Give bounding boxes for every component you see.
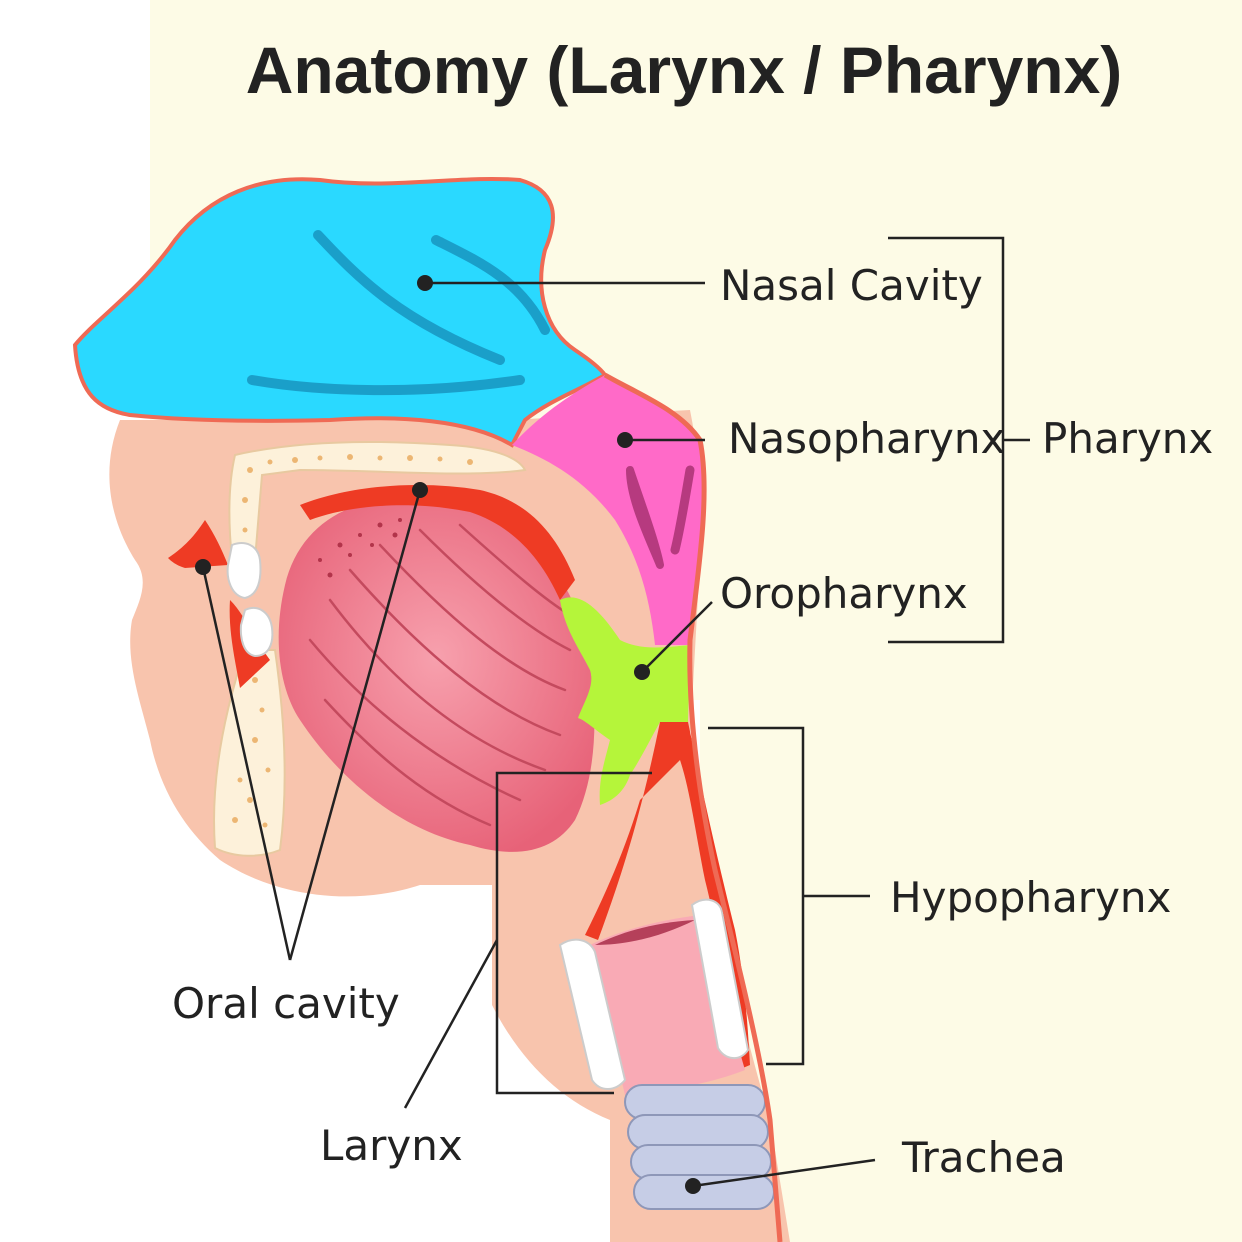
upper-tooth (226, 542, 262, 600)
nasopharynx-fold-right (670, 465, 695, 555)
hypopharynx-bracket (708, 726, 870, 1066)
upper-lip (168, 520, 228, 568)
nasal-turbinate-lower (247, 375, 525, 396)
nasal-turbinate-middle (431, 235, 550, 335)
nasal-cavity-region (72, 176, 608, 448)
leader-larynx (403, 939, 499, 1109)
label-nasal-cavity: Nasal Cavity (720, 261, 983, 310)
larynx-bracket (495, 771, 652, 1095)
label-oral-cavity: Oral cavity (172, 979, 400, 1028)
lower-tooth (239, 607, 274, 658)
label-nasopharynx: Nasopharynx (728, 414, 1005, 463)
leader-nasal-cavity (417, 275, 705, 291)
thyroid-cartilage-left (558, 938, 627, 1090)
nasopharynx-fold-left (626, 466, 664, 569)
hard-palate-bone (228, 441, 527, 561)
label-pharynx: Pharynx (1042, 414, 1213, 463)
leader-oral-cavity (195, 482, 428, 961)
page-title: Anatomy (Larynx / Pharynx) (246, 33, 1123, 107)
pharynx-bracket (888, 236, 1030, 644)
nasopharynx-region (512, 375, 705, 645)
hypopharynx-wall (585, 722, 750, 1070)
soft-palate (300, 485, 575, 600)
nasal-turbinate-upper (313, 230, 505, 365)
label-trachea: Trachea (901, 1133, 1066, 1182)
vocal-fold (595, 920, 695, 945)
leader-oropharynx (634, 601, 713, 680)
label-hypopharynx: Hypopharynx (890, 873, 1171, 922)
leader-trachea (685, 1158, 876, 1194)
leader-nasopharynx (617, 432, 705, 448)
thyroid-cartilage-right (690, 898, 750, 1059)
tongue (278, 498, 595, 852)
neck-outline (603, 372, 783, 1242)
tongue-papillae (318, 518, 402, 578)
label-larynx: Larynx (320, 1121, 463, 1170)
label-oropharynx: Oropharynx (720, 569, 968, 618)
tongue-muscle-lines (308, 523, 572, 827)
oropharynx-region (560, 597, 690, 805)
trachea-rings (624, 1084, 775, 1210)
